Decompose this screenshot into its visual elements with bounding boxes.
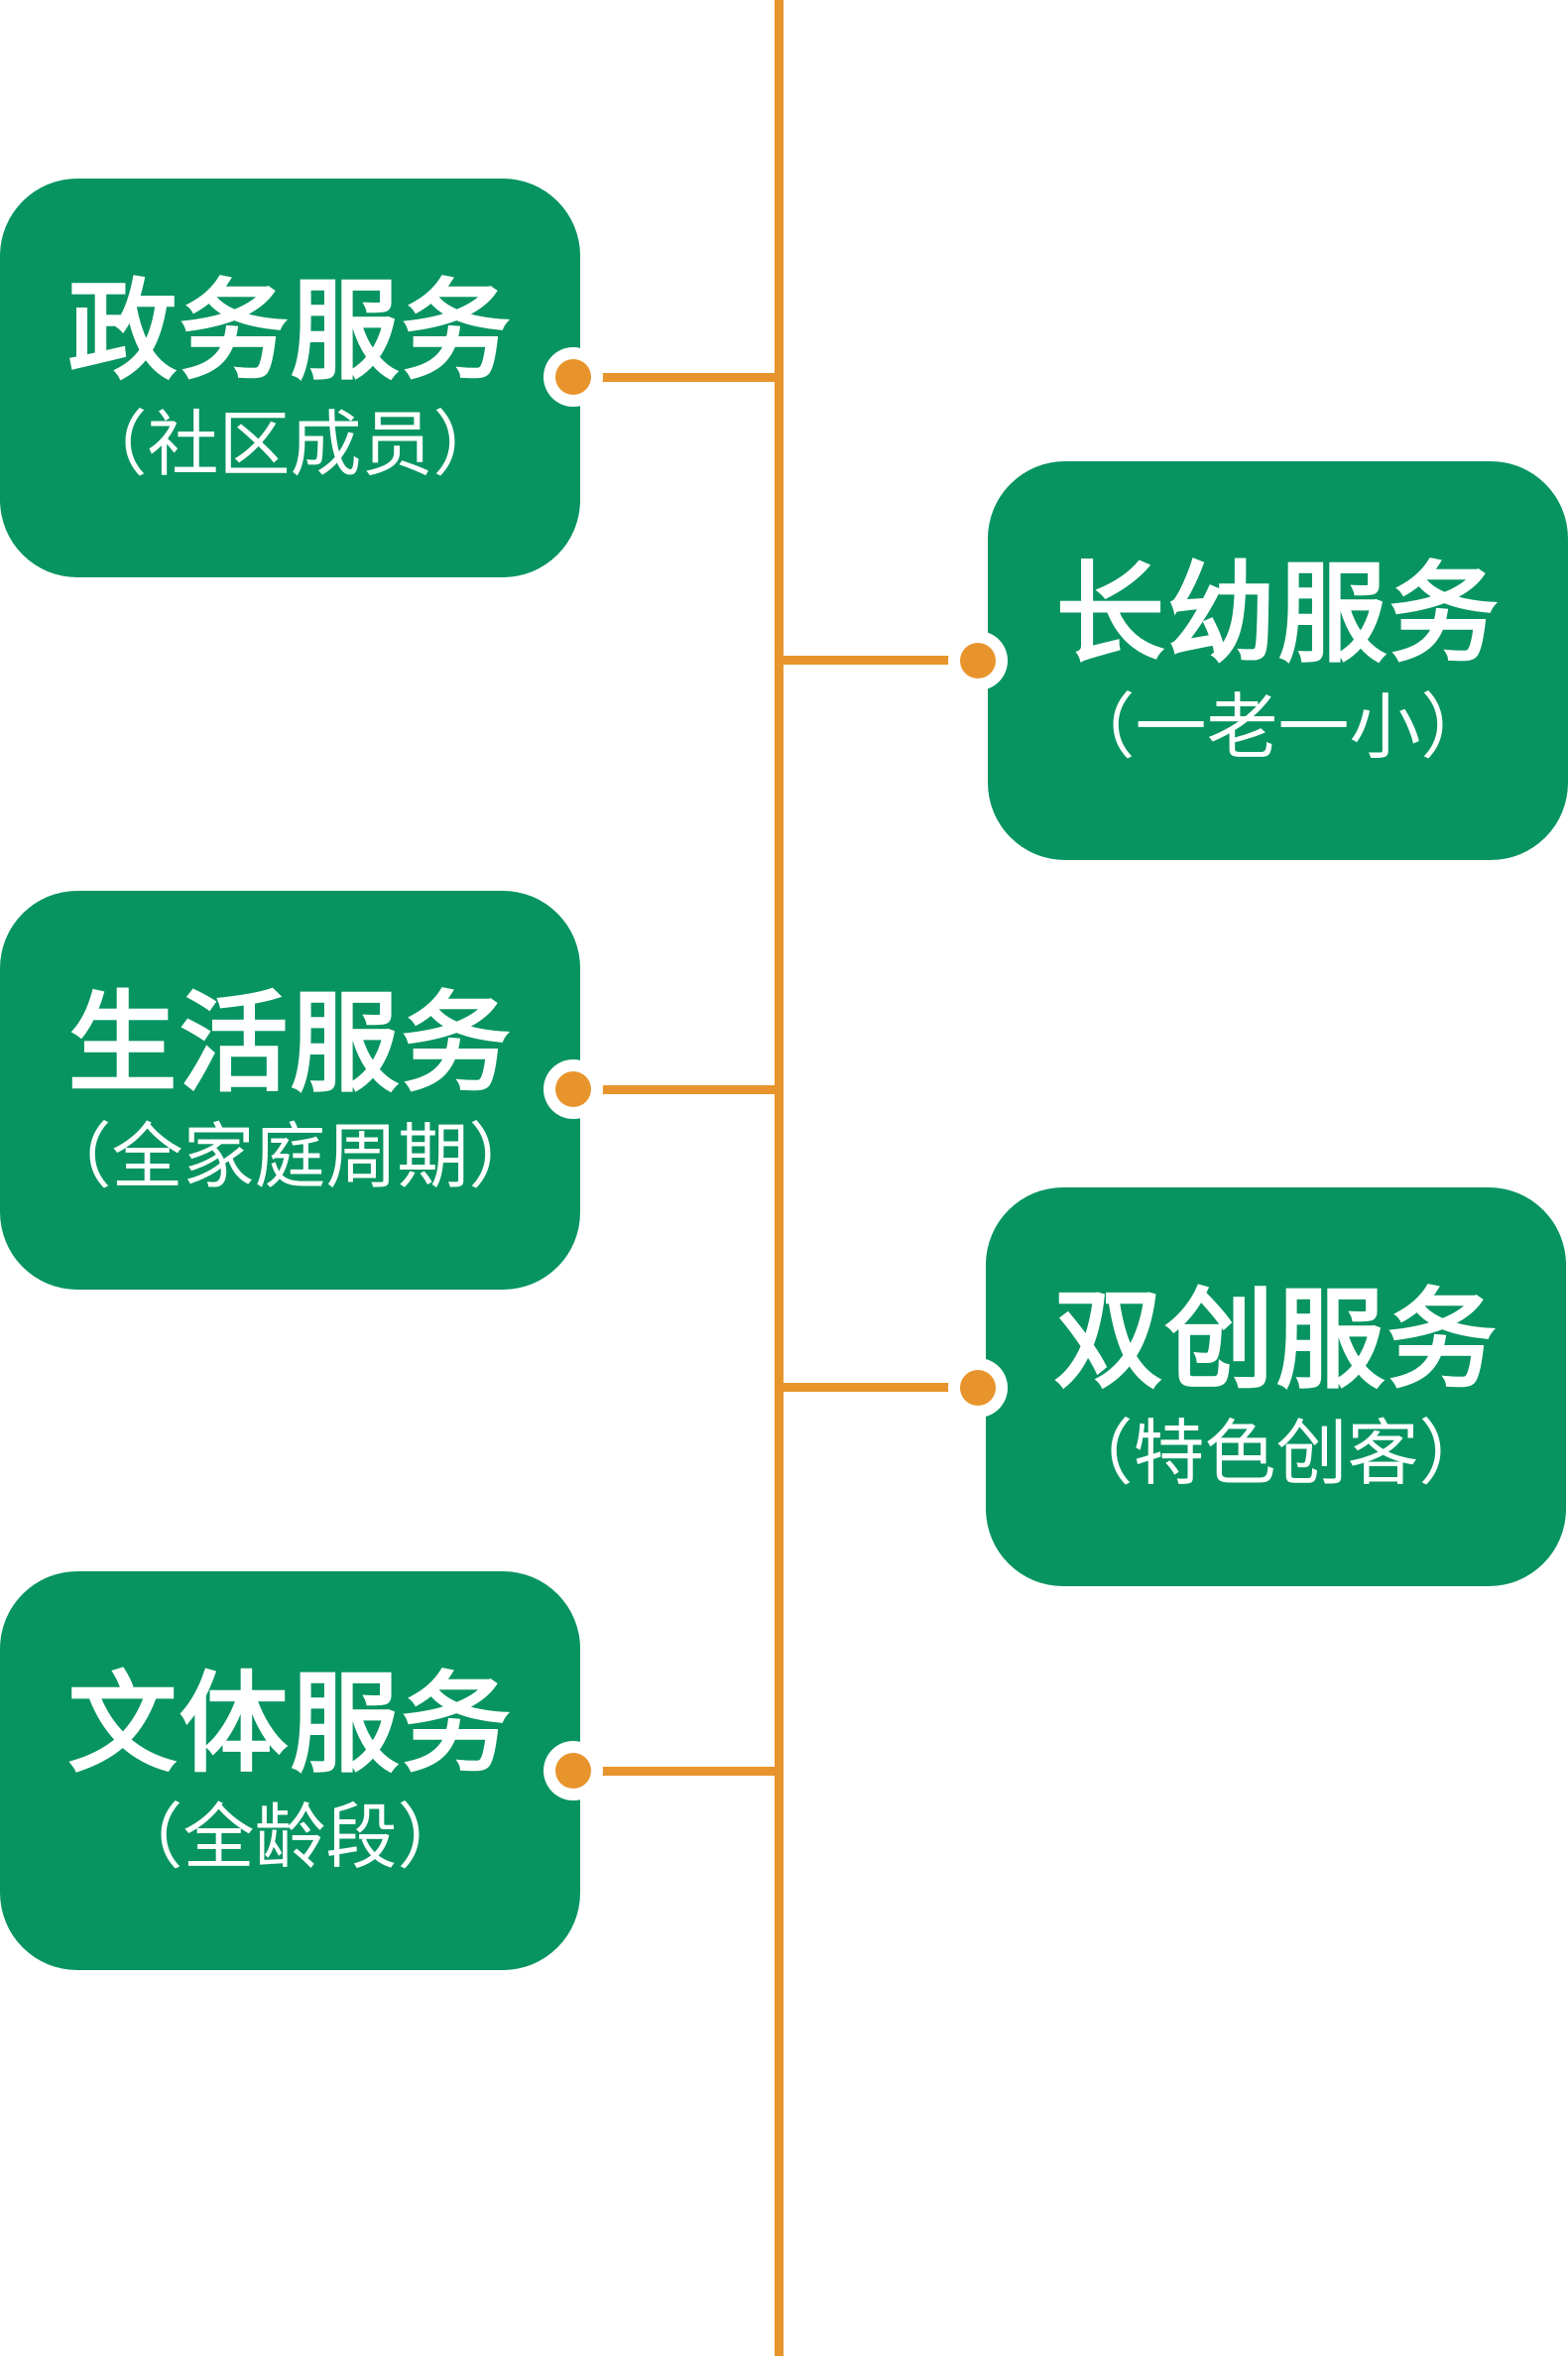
connector-line: [585, 1767, 779, 1776]
service-title: 政务服务: [67, 267, 513, 395]
service-card-entrepreneurship: 双创服务 （特色创客）: [986, 1187, 1566, 1586]
service-subtitle: （一老一小）: [1063, 685, 1493, 770]
connector-node: [543, 1059, 603, 1119]
service-title: 双创服务: [1053, 1276, 1499, 1404]
connector-node: [543, 347, 603, 407]
service-card-life: 生活服务 （全家庭周期）: [0, 891, 580, 1290]
connector-dot: [960, 1370, 996, 1406]
connector-line: [780, 656, 978, 665]
service-card-government: 政务服务 （社区成员）: [0, 179, 580, 577]
service-title: 生活服务: [67, 979, 513, 1107]
service-title: 长幼服务: [1055, 550, 1501, 678]
connector-line: [585, 373, 779, 382]
connector-dot: [960, 643, 996, 679]
service-card-culture-sports: 文体服务 （全龄段）: [0, 1571, 580, 1970]
service-subtitle: （全家庭周期）: [40, 1115, 541, 1199]
connector-line: [780, 1383, 978, 1392]
service-subtitle: （全龄段）: [111, 1796, 469, 1880]
connector-node: [543, 1741, 603, 1800]
timeline-spine: [775, 0, 784, 2356]
connector-dot: [555, 1071, 591, 1107]
connector-line: [585, 1085, 779, 1094]
service-card-elder-child: 长幼服务 （一老一小）: [988, 461, 1568, 860]
service-subtitle: （社区成员）: [75, 403, 505, 487]
service-title: 文体服务: [67, 1660, 513, 1788]
connector-node: [948, 1358, 1008, 1418]
service-subtitle: （特色创客）: [1061, 1412, 1491, 1496]
connector-node: [948, 631, 1008, 690]
connector-dot: [555, 359, 591, 395]
connector-dot: [555, 1753, 591, 1789]
